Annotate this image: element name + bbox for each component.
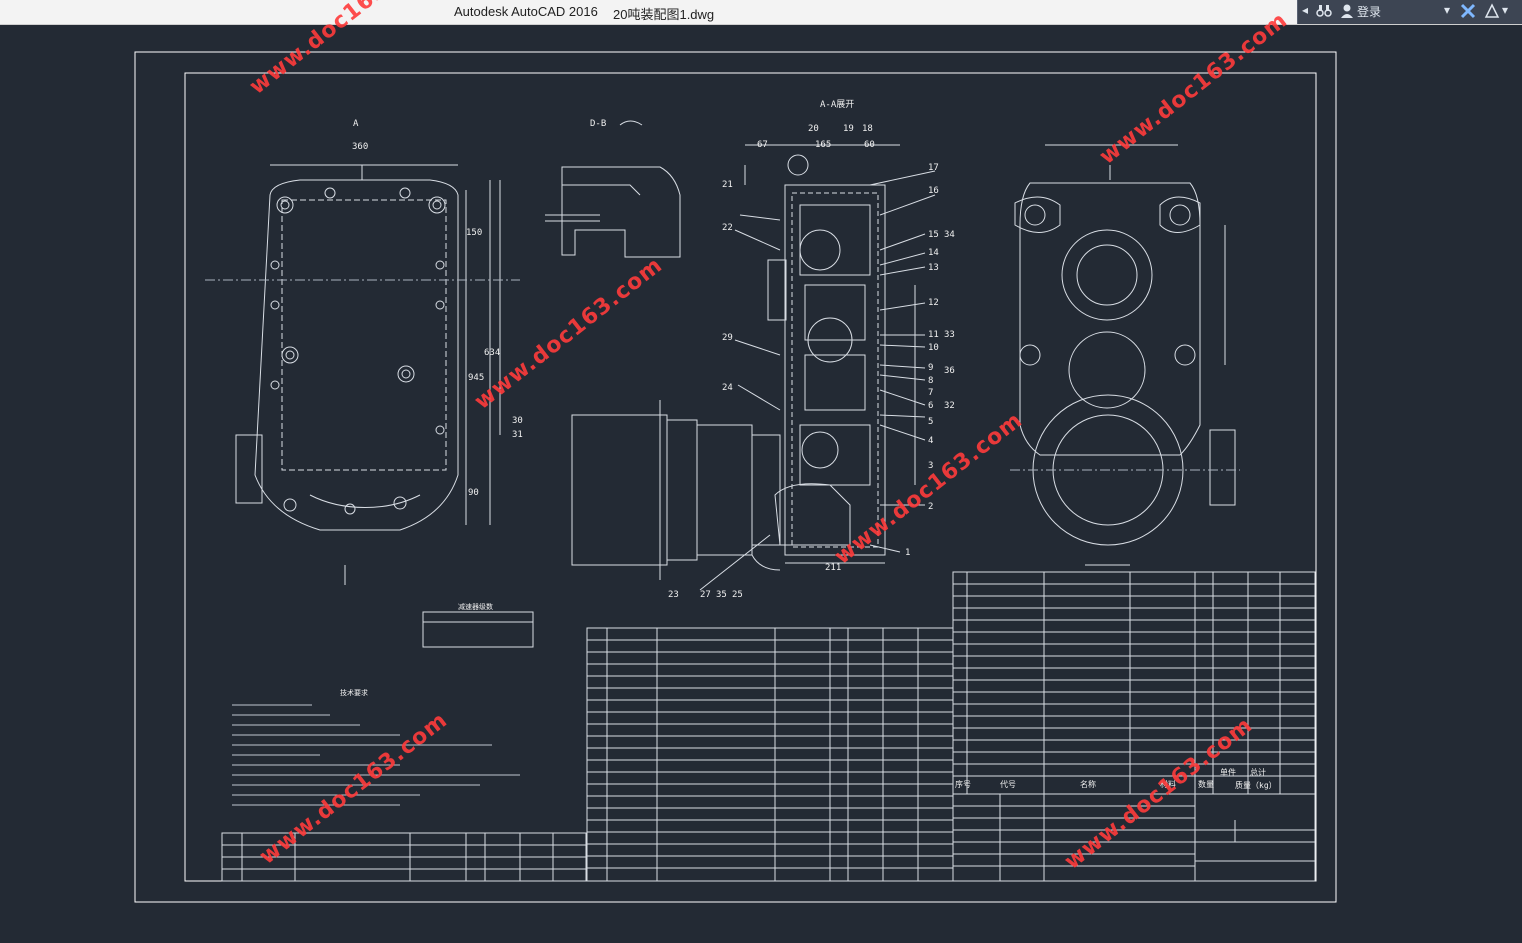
balloon: 11 [928,330,939,340]
table-header-code: 代号 [1000,779,1016,789]
dropdown-icon[interactable]: ▾ [1444,3,1451,17]
balloon: 13 [928,263,939,273]
dim-section-7: 211 [825,563,841,573]
title-block [952,793,1316,882]
section-view [699,144,936,591]
help-icon[interactable] [1484,3,1500,22]
view-label-a: A [353,119,359,129]
table-header-name: 名称 [1080,779,1096,789]
balloon: 34 [944,230,955,240]
balloon: 8 [928,376,933,386]
balloon: 15 [928,230,939,240]
file-title: 20吨装配图1.dwg [613,7,715,22]
table-header-weight: 质量（kg） [1235,780,1277,790]
exchange-icon[interactable] [1460,3,1476,22]
dim-section-1: 67 [757,140,768,150]
balloon: 31 [512,430,523,440]
dim-side-2: 945 [468,373,484,383]
balloon: 3 [928,461,933,471]
balloon: 9 [928,363,933,373]
drawing-svg: A-A展开 A D-B 360 67 20 165 19 18 60 211 1… [134,51,1337,903]
detail-view-db [545,120,681,258]
dim-section-5: 18 [862,124,873,134]
balloon: 4 [928,436,933,446]
balloon: 32 [944,401,955,411]
balloon: 29 [722,333,733,343]
balloon: 30 [512,416,523,426]
dim-side-4: 90 [468,488,479,498]
table-header-material: 材料 [1160,779,1176,789]
balloon: 23 [668,590,679,600]
balloon: 22 [722,223,733,233]
parts-table-middle [586,627,954,882]
balloon: 35 [716,590,727,600]
dim-section-6: 60 [864,140,875,150]
dim-side-3: 634 [484,348,500,358]
view-label-db: D-B [590,119,606,129]
legend-box [422,611,534,648]
balloon: 33 [944,330,955,340]
balloon: 17 [928,163,939,173]
balloon: 10 [928,343,939,353]
balloon: 24 [722,383,733,393]
dropdown-icon[interactable]: ▾ [1502,3,1509,17]
balloon: 36 [944,366,955,376]
login-button[interactable]: 登录 [1357,5,1382,19]
dim-section-4: 19 [843,124,854,134]
dim-section-2: 20 [808,124,819,134]
table-header-qty: 数量 [1198,779,1214,789]
section-title: A-A展开 [820,99,854,110]
balloon: 1 [905,548,910,558]
app-title: Autodesk AutoCAD 2016 [454,4,598,19]
title-bar: Autodesk AutoCAD 2016 20吨装配图1.dwg ◂ 登录 ▾… [0,0,1522,25]
binoculars-icon[interactable] [1316,3,1332,22]
parts-table-right [952,571,1316,795]
balloon: 25 [732,590,743,600]
side-view [1010,144,1240,566]
motor-view [571,400,781,580]
arrow-left-icon[interactable]: ◂ [1302,3,1309,17]
tech-requirements-text [232,704,520,806]
balloon: 5 [928,417,933,427]
tech-req-title: 技术要求 [340,688,368,697]
balloon: 16 [928,186,939,196]
legend-title: 减速器级数 [458,602,493,611]
parts-table-left [221,832,587,882]
sheet-outer-border [134,51,1337,903]
table-header-seq: 序号 [955,779,971,789]
table-header-total: 总计 [1250,767,1266,777]
balloon: 14 [928,248,939,258]
infocenter-bar: ◂ 登录 ▾ ▾ [1297,0,1522,24]
table-header-single: 单件 [1220,767,1236,777]
balloon: 2 [928,502,933,512]
dim-top-left: 360 [352,142,368,152]
balloon: 21 [722,180,733,190]
balloon: 6 [928,401,933,411]
balloon: 12 [928,298,939,308]
dim-section-3: 165 [815,140,831,150]
front-view [205,164,520,585]
user-icon[interactable] [1340,3,1354,22]
balloon: 27 [700,590,711,600]
balloon: 7 [928,388,933,398]
dim-side-1: 150 [466,228,482,238]
